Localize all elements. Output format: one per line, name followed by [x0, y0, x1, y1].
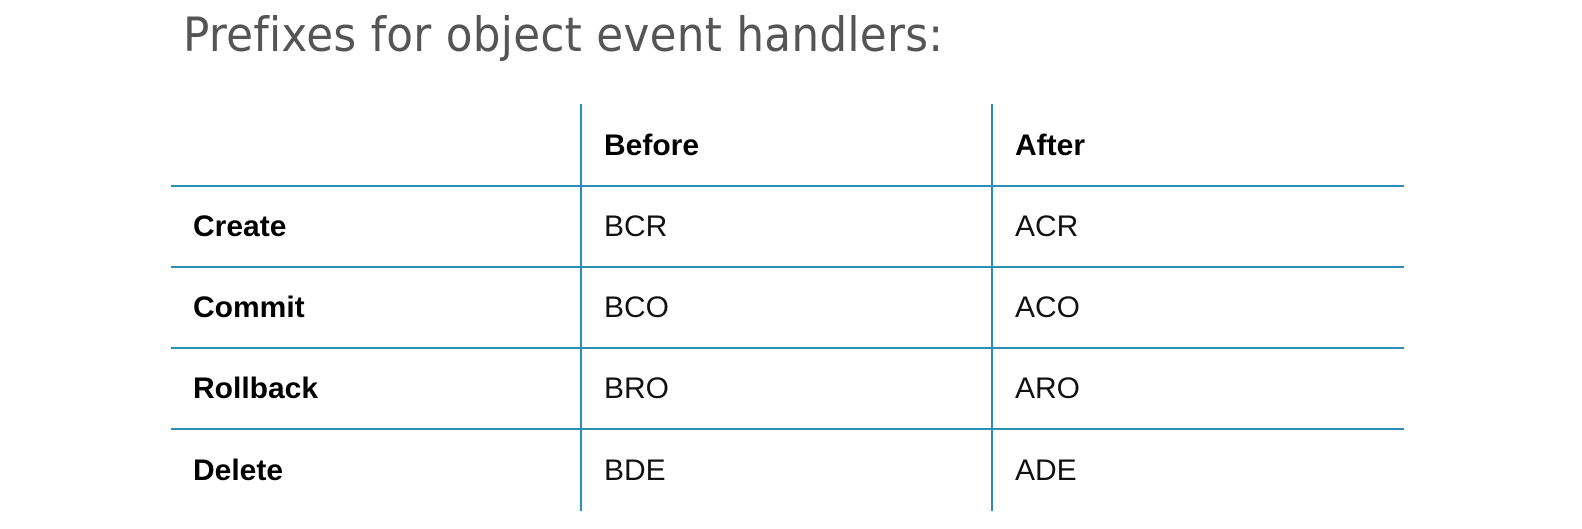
cell-after: ARO [991, 348, 1404, 430]
table-row: Rollback BRO ARO [171, 348, 1404, 430]
page-title: Prefixes for object event handlers: [183, 8, 944, 63]
prefix-table: Before After Create BCR ACR Commit BCO A… [171, 104, 1404, 511]
cell-after: ACO [991, 267, 1404, 349]
row-label-create: Create [171, 186, 581, 268]
table-row: Delete BDE ADE [171, 429, 1404, 511]
cell-after: ADE [991, 429, 1404, 511]
row-label-commit: Commit [171, 267, 581, 349]
cell-before: BDE [580, 429, 992, 511]
row-label-delete: Delete [193, 453, 284, 487]
header-empty [171, 104, 581, 187]
row-label-rollback: Rollback [171, 348, 581, 430]
table-header-row: Before After [171, 104, 1404, 187]
cell-before: BCO [580, 267, 992, 349]
header-before: Before [580, 104, 992, 187]
cell-before: BRO [580, 348, 992, 430]
table-row: Commit BCO ACO [171, 267, 1404, 349]
table-row: Create BCR ACR [171, 186, 1404, 268]
cell-before: BCR [580, 186, 992, 268]
header-after: After [991, 104, 1404, 187]
cell-after: ACR [991, 186, 1404, 268]
